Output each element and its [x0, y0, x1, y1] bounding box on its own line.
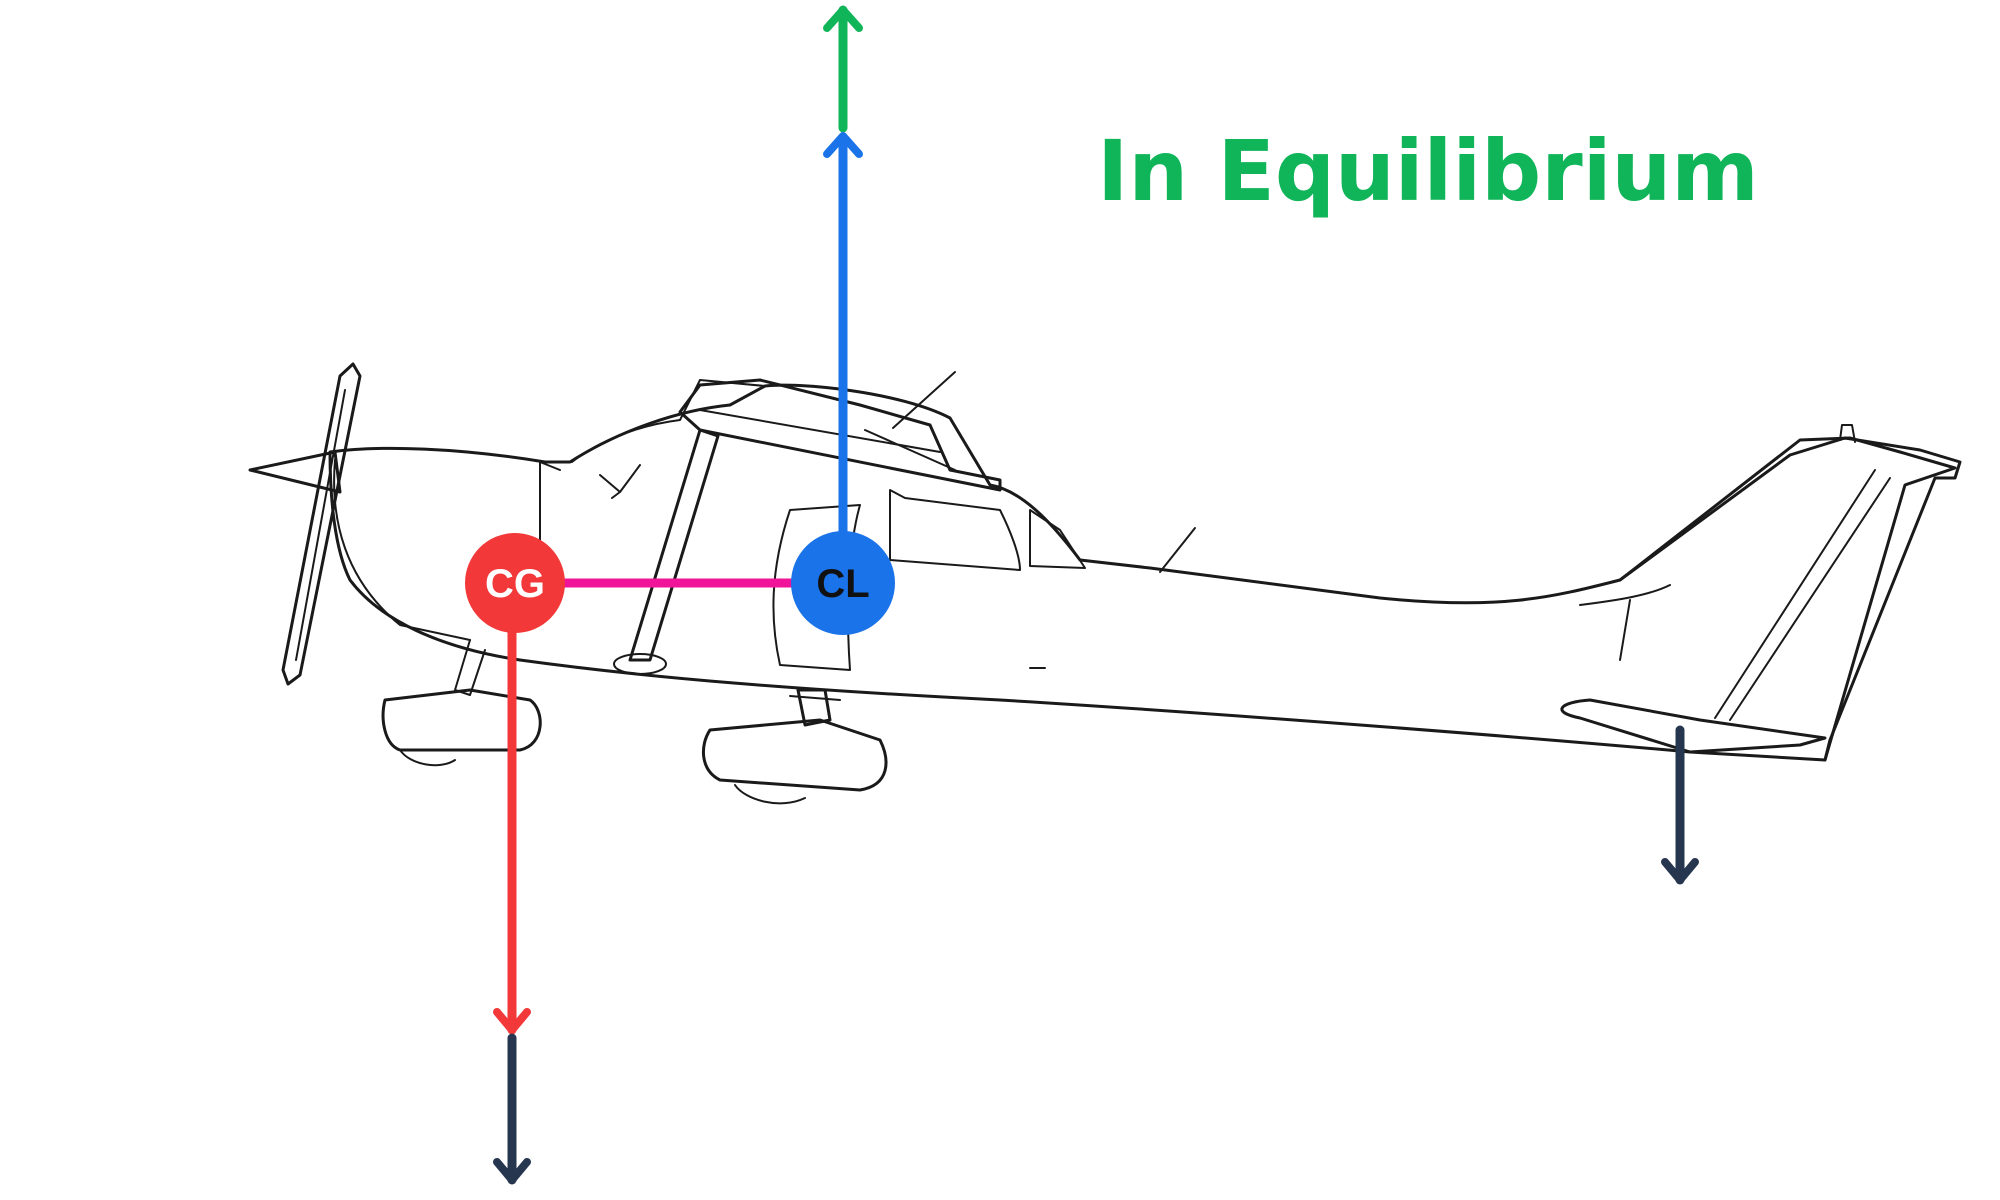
- wing-outline: [678, 378, 1002, 492]
- cl-badge: [791, 531, 895, 635]
- tail-tip: [1839, 424, 1856, 443]
- horizontal-stabilizer: [1560, 698, 1827, 754]
- force-vectors: [493, 5, 1699, 1185]
- spinner-shape: [248, 450, 342, 494]
- total-lift-arrow-head-icon: [823, 6, 863, 32]
- airplane-icon: [248, 362, 1962, 805]
- cowling-line: [333, 459, 471, 641]
- lift-arrow-head-icon: [823, 132, 863, 158]
- rudder-line: [1729, 477, 1891, 721]
- nose-gear: [381, 639, 542, 767]
- strut-fitting: [613, 653, 667, 675]
- propeller-icon: [281, 362, 362, 686]
- diagram-title: In Equilibrium: [1097, 122, 1759, 220]
- cg-badge: [465, 533, 565, 633]
- cl-label: CL: [816, 562, 869, 606]
- fuselage-outline: [328, 383, 1962, 762]
- cg-marker: CG: [465, 533, 565, 633]
- cg-label: CG: [485, 562, 545, 606]
- side-window-rear: [1029, 509, 1086, 569]
- tail-down-force-arrow-head-icon: [1661, 858, 1699, 884]
- weight-arrow-head-icon: [493, 1008, 531, 1034]
- weight-extension-arrow-head-icon: [493, 1158, 531, 1184]
- side-window-front: [889, 489, 1021, 571]
- windshield: [571, 379, 766, 463]
- antenna-top: [892, 371, 956, 429]
- windshield-frame: [599, 464, 641, 499]
- antenna-rear: [1159, 527, 1196, 573]
- main-gear: [701, 688, 888, 805]
- fin-fillet: [1579, 584, 1671, 661]
- wing-strut: [628, 428, 720, 662]
- rudder-hinge-line: [1714, 469, 1876, 719]
- aileron-line: [864, 429, 956, 471]
- vertical-stabilizer: [1618, 436, 1957, 762]
- cl-marker: CL: [791, 531, 895, 635]
